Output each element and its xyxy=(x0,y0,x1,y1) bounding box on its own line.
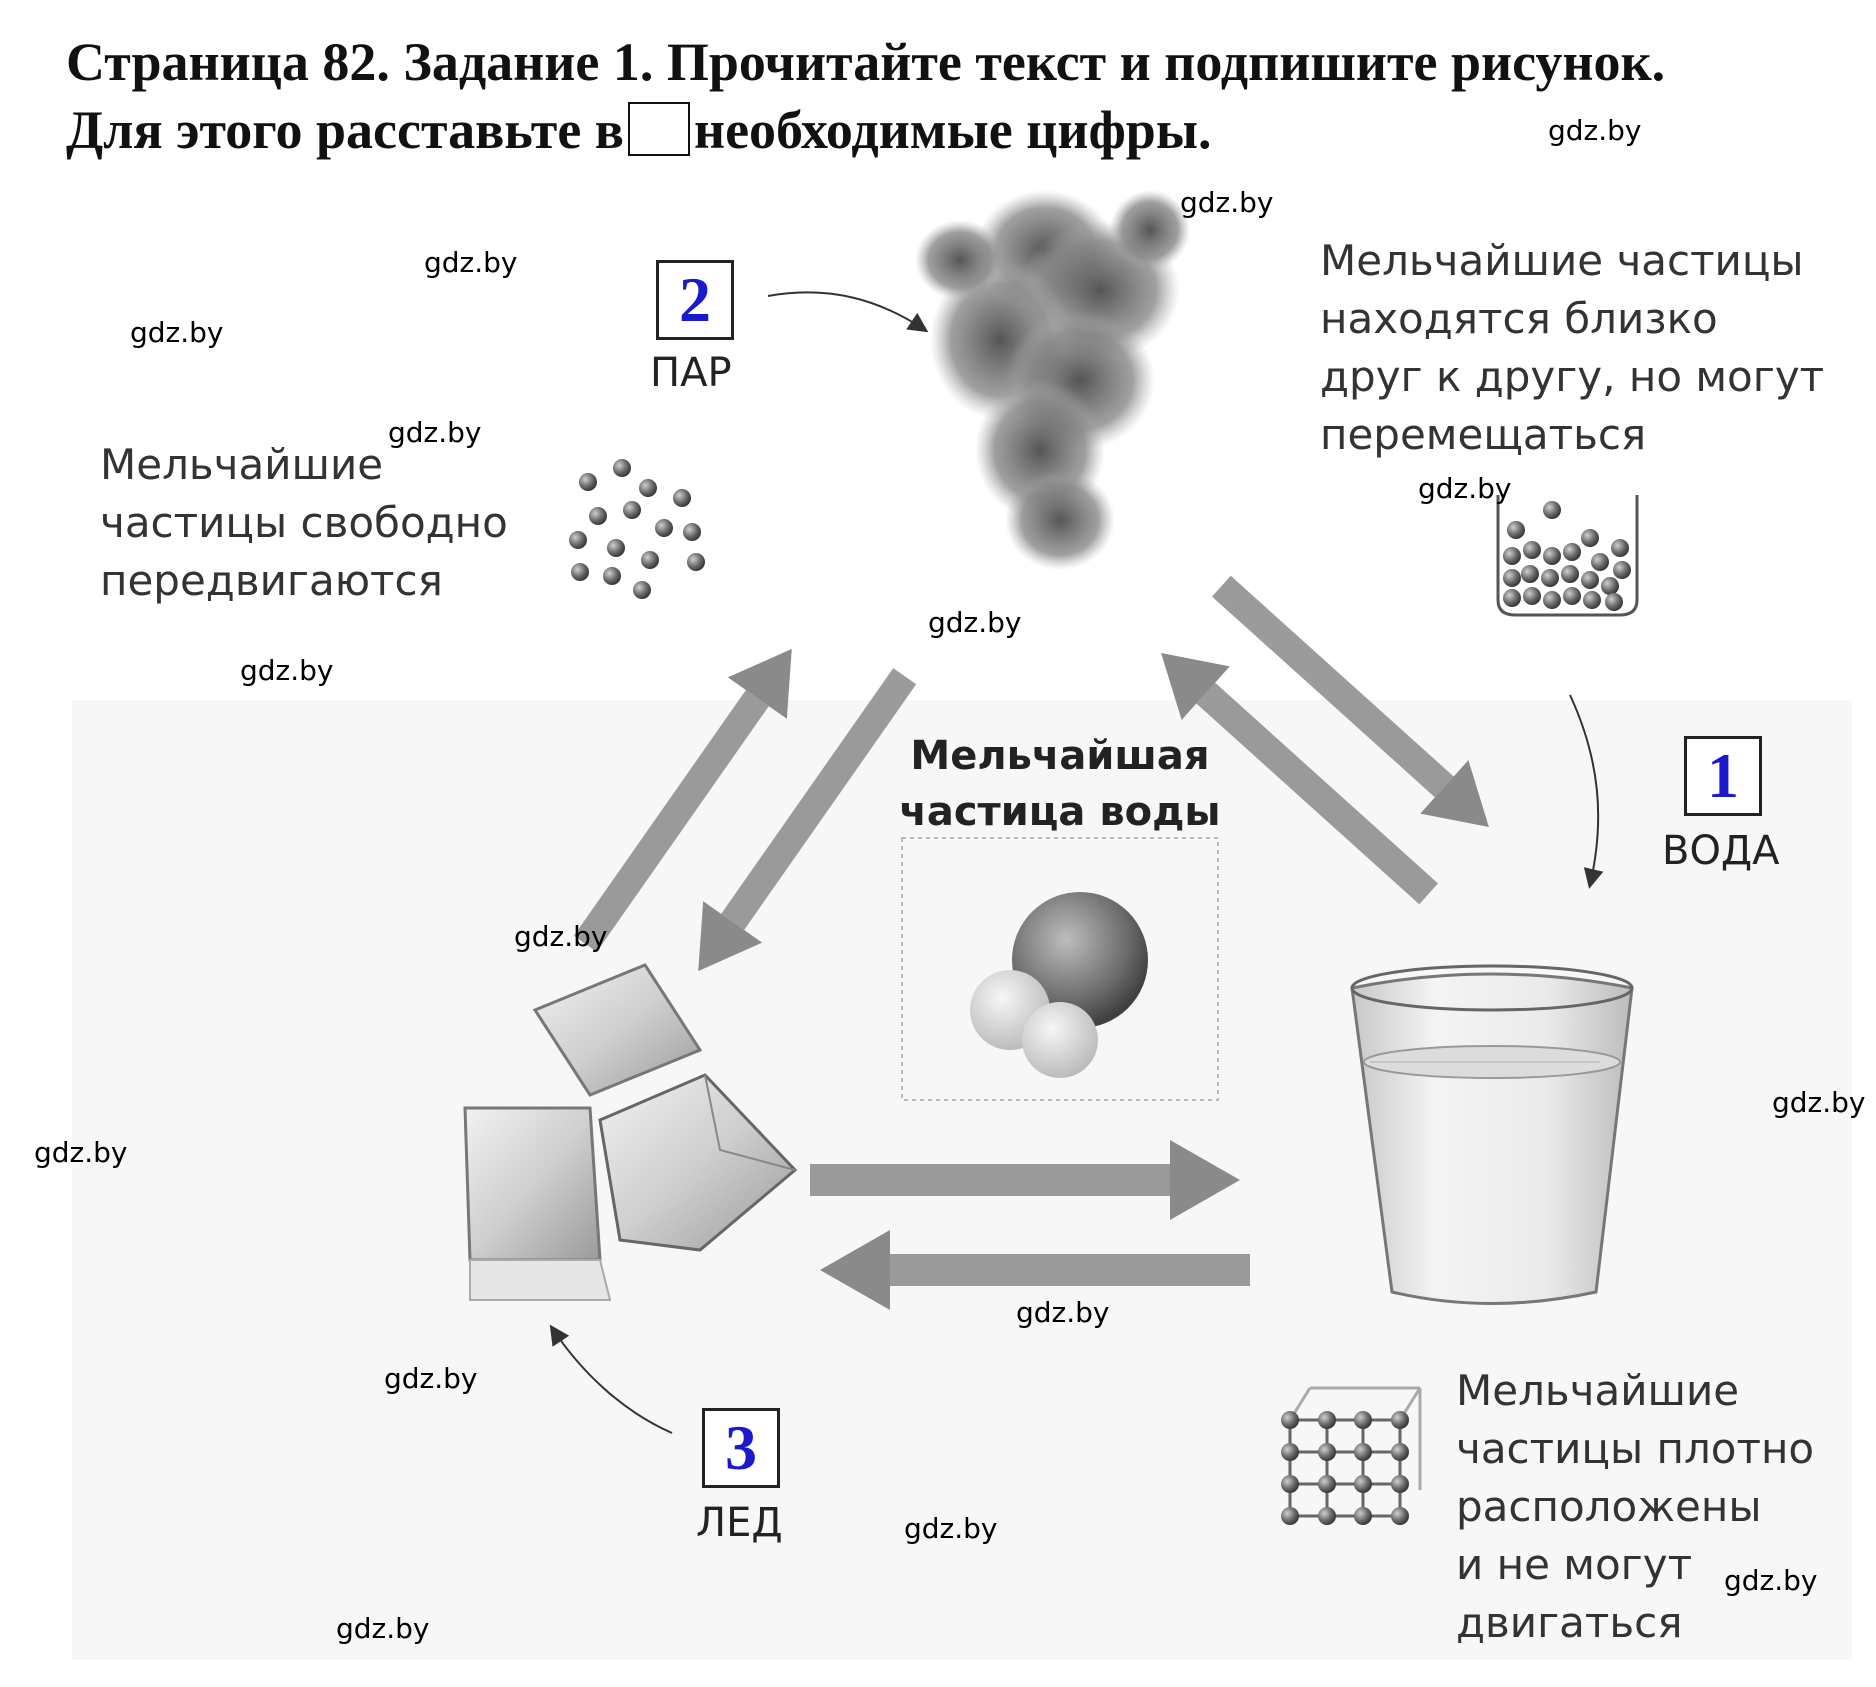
watermark: gdz.by xyxy=(1772,1086,1866,1119)
watermark: gdz.by xyxy=(514,920,608,953)
header-line-2-end: необходимые цифры. xyxy=(693,100,1212,160)
water-molecule-icon xyxy=(901,837,1219,1101)
arrow-sublimation xyxy=(573,648,792,952)
transition-arrows xyxy=(573,575,1489,1310)
gas-particles-icon xyxy=(569,459,705,599)
ice-number-box[interactable]: 3 xyxy=(702,1408,780,1488)
header-line-1: Страница 82. Задание 1. Прочитайте текст… xyxy=(66,32,1666,92)
watermark: gdz.by xyxy=(424,246,518,279)
gas-description-line: передвигаются xyxy=(100,556,443,605)
liquid-description-line: находятся близко xyxy=(1320,294,1718,343)
watermark: gdz.by xyxy=(1418,472,1512,505)
gas-description: Мельчайшие частицы свободно передвигаютс… xyxy=(100,436,508,610)
solid-description-line: частицы плотно xyxy=(1456,1424,1815,1473)
steam-label: ПАР xyxy=(650,350,732,396)
header-line-2-start: Для этого расставьте в xyxy=(66,100,624,160)
center-title-line-2: частица воды xyxy=(899,789,1221,835)
solid-lattice-icon xyxy=(1281,1386,1422,1525)
water-label: ВОДА xyxy=(1662,828,1780,874)
watermark: gdz.by xyxy=(384,1362,478,1395)
watermark: gdz.by xyxy=(1724,1564,1818,1597)
center-title-line-1: Мельчайшая xyxy=(910,733,1210,779)
solid-description-line: и не могут xyxy=(1456,1540,1693,1589)
watermark: gdz.by xyxy=(1180,186,1274,219)
steam-number-box[interactable]: 2 xyxy=(656,260,734,340)
solid-description-line: расположены xyxy=(1456,1482,1762,1531)
liquid-description-line: друг к другу, но могут xyxy=(1320,352,1825,401)
ice-label: ЛЕД xyxy=(696,1500,783,1546)
watermark: gdz.by xyxy=(388,416,482,449)
ice-cubes-icon xyxy=(463,963,798,1301)
arrow-evaporation xyxy=(1161,652,1438,905)
gas-description-line: частицы свободно xyxy=(100,498,508,547)
water-number-box[interactable]: 1 xyxy=(1684,736,1762,816)
solid-description-line: двигаться xyxy=(1456,1598,1683,1647)
task-header: Страница 82. Задание 1. Прочитайте текст… xyxy=(66,28,1856,164)
answer-square-icon xyxy=(627,102,690,156)
steam-pointer-arrow xyxy=(767,291,929,333)
watermark: gdz.by xyxy=(34,1136,128,1169)
watermark: gdz.by xyxy=(1016,1296,1110,1329)
watermark: gdz.by xyxy=(928,606,1022,639)
solid-description-line: Мельчайшие xyxy=(1456,1366,1740,1415)
liquid-description: Мельчайшие частицы находятся близко друг… xyxy=(1320,232,1824,464)
liquid-description-line: перемещаться xyxy=(1320,410,1647,459)
liquid-particles-icon xyxy=(1496,495,1639,617)
water-glass-icon xyxy=(1350,964,1634,1305)
arrow-condensation xyxy=(1212,575,1489,828)
header-line-2: Для этого расставьте в необходимые цифры. xyxy=(66,96,1856,164)
steam-cloud xyxy=(915,190,1190,570)
watermark: gdz.by xyxy=(240,654,334,687)
liquid-description-line: Мельчайшие частицы xyxy=(1320,236,1804,285)
gas-description-line: Мельчайшие xyxy=(100,440,384,489)
arrow-freezing xyxy=(820,1230,1250,1310)
arrow-desublimation xyxy=(698,668,917,972)
center-title: Мельчайшая частица воды xyxy=(880,728,1240,840)
watermark: gdz.by xyxy=(904,1512,998,1545)
water-pointer-arrow xyxy=(1569,694,1604,889)
solid-description: Мельчайшие частицы плотно расположены и … xyxy=(1456,1362,1814,1652)
ice-pointer-arrow xyxy=(549,1324,673,1434)
watermark: gdz.by xyxy=(336,1612,430,1645)
watermark: gdz.by xyxy=(130,316,224,349)
watermark: gdz.by xyxy=(1548,114,1642,147)
arrow-melting xyxy=(810,1140,1240,1220)
